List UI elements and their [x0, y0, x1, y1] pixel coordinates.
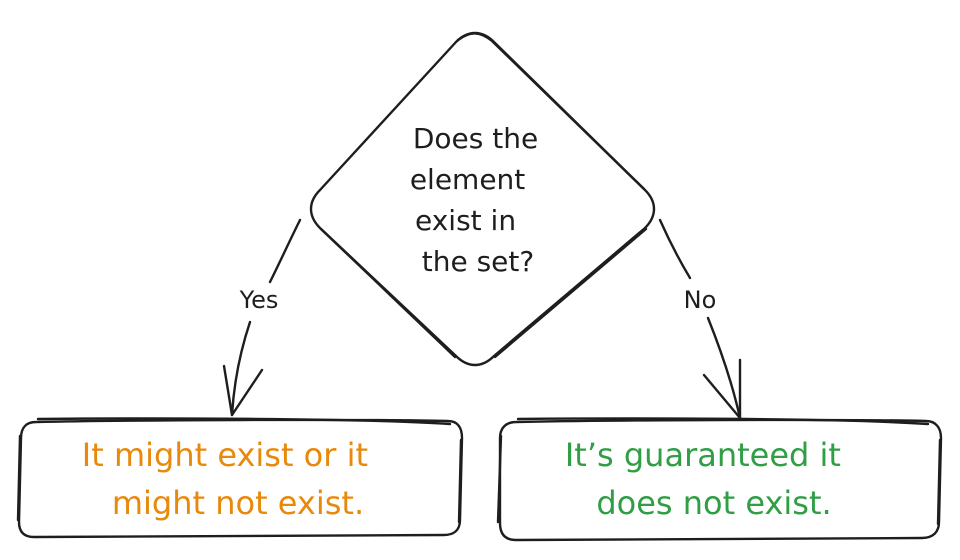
outcome-no-text: It’s guaranteed it does not exist.	[565, 436, 851, 522]
outcome-no-node: It’s guaranteed it does not exist.	[496, 417, 943, 542]
no-arrow-line-bottom	[706, 316, 742, 420]
decision-line-3: exist in	[415, 204, 516, 237]
outcome-no-line-1: It’s guaranteed it	[565, 436, 841, 474]
decision-node: Does the element exist in the set?	[309, 31, 656, 367]
decision-diamond-shape	[309, 31, 656, 367]
yes-arrowhead-icon	[222, 364, 264, 417]
no-edge: No	[658, 218, 742, 420]
decision-text: Does the element exist in the set?	[410, 122, 547, 278]
outcome-no-line-2: does not exist.	[596, 484, 831, 522]
decision-line-4: the set?	[422, 245, 535, 278]
decision-diamond-overstroke	[319, 32, 648, 359]
outcome-yes-box	[17, 418, 464, 539]
no-arrowhead-icon	[702, 358, 742, 420]
outcome-yes-text: It might exist or it might not exist.	[82, 436, 378, 522]
decision-line-1: Does the	[413, 122, 538, 155]
outcome-no-box	[498, 418, 943, 542]
outcome-yes-node: It might exist or it might not exist.	[16, 417, 464, 539]
no-label: No	[684, 286, 717, 314]
outcome-yes-box-overstroke	[16, 417, 463, 524]
yes-arrow-line-top	[268, 218, 302, 284]
outcome-no-box-overstroke	[496, 417, 942, 526]
yes-edge: Yes	[222, 218, 302, 417]
no-arrow-line-top	[658, 218, 692, 280]
outcome-yes-line-1: It might exist or it	[82, 436, 368, 474]
outcome-yes-line-2: might not exist.	[112, 484, 364, 522]
yes-label: Yes	[239, 286, 279, 314]
yes-arrow-line-bottom	[230, 320, 252, 417]
decision-line-2: element	[410, 163, 525, 196]
